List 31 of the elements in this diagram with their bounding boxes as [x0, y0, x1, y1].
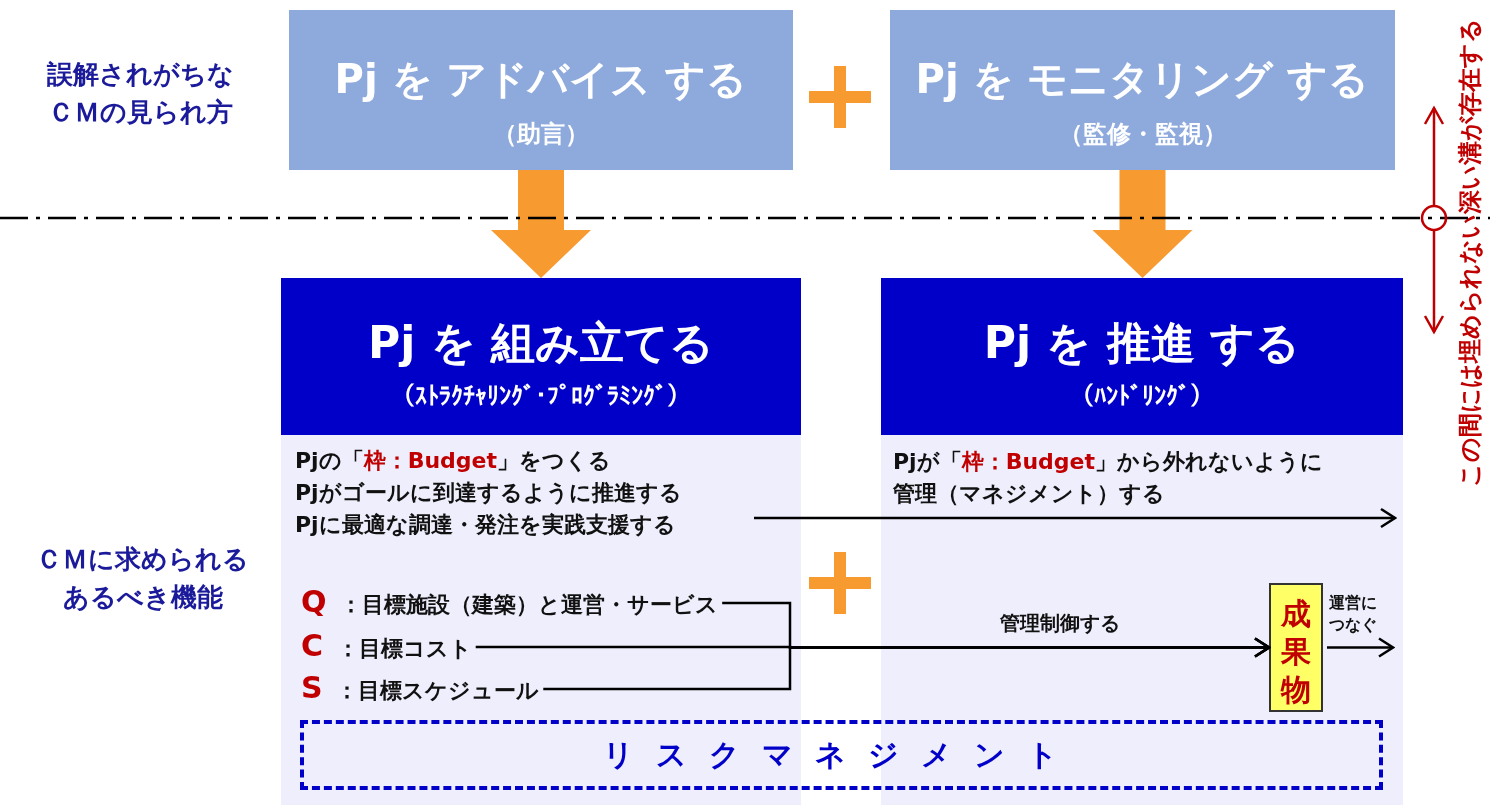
panel-title: Pj を 組み立てる [367, 316, 715, 370]
side-label: 誤解されがちなＣＭの見られ方 [45, 58, 235, 129]
statement-text: Pjが「枠：Budget」から外れないように管理（マネジメント）する [893, 446, 1343, 516]
risk-management-box: リスクマネジメント [300, 720, 1383, 790]
arrow [754, 507, 1397, 529]
arrow [543, 637, 1271, 691]
statement-text: Pjの「枠：Budget」をつくる [295, 447, 612, 475]
statement-text: Pjがゴールに到達するように推進する [295, 479, 682, 507]
block-arrow [1092, 170, 1193, 278]
statement-text: Pjに最適な調達・発注を実践支援する [295, 511, 676, 539]
box-title: Pj を アドバイス する [333, 55, 749, 104]
target-text: S ：目標スケジュール [301, 670, 540, 708]
arrow [1327, 637, 1395, 658]
panel-subtitle: （ﾊﾝﾄﾞﾘﾝｸﾞ） [1069, 382, 1215, 410]
deliverable-box [1269, 583, 1323, 712]
edge-label: 運営につなぐ [1329, 592, 1378, 636]
edge-label: 管理制御する [1000, 612, 1121, 634]
box-subtitle: （監修・監視） [1057, 119, 1228, 150]
box-title: Pj を モニタリング する [914, 55, 1371, 104]
vertical-note: この間には埋められない深い溝が存在する [1454, 16, 1485, 489]
side-label: ＣＭに求められるあるべき機能 [35, 543, 250, 614]
process-box [289, 10, 793, 170]
deliverable-text: 成果物 [1280, 595, 1312, 709]
target-text: C ：目標コスト [301, 628, 472, 666]
panel-title: Pj を 推進 する [982, 316, 1302, 370]
box-subtitle: （助言） [492, 119, 590, 150]
block-arrow [491, 170, 591, 278]
target-text: Q ：目標施設（建築）と運営・サービス [301, 584, 719, 622]
process-box [890, 10, 1395, 170]
function-panel [281, 278, 801, 805]
panel-subtitle: （ｽﾄﾗｸﾁｬﾘﾝｸﾞ･ﾌﾟﾛｸﾞﾗﾐﾝｸﾞ） [390, 382, 692, 410]
